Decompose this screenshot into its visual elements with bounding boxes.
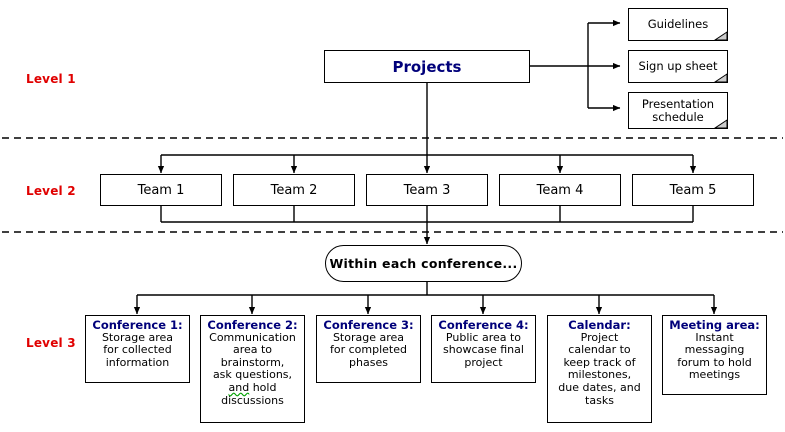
node-team-4[interactable]: Team 4 [499,174,621,206]
document-presentation-schedule-line1: Presentation [641,96,715,111]
conference-3-title: Conference 3: [323,318,414,332]
level-1-label: Level 1 [26,72,76,86]
team-2-label: Team 2 [270,182,318,198]
node-document-guidelines[interactable]: Guidelines [628,8,728,41]
node-within-each-conference[interactable]: Within each conference... [325,245,522,282]
node-team-5[interactable]: Team 5 [632,174,754,206]
node-document-presentation-schedule[interactable]: Presentation schedule [628,92,728,129]
conference-1-title: Conference 1: [92,318,183,332]
node-team-3[interactable]: Team 3 [366,174,488,206]
node-team-1[interactable]: Team 1 [100,174,222,206]
node-projects-label: Projects [392,57,462,76]
node-document-sign-up-sheet[interactable]: Sign up sheet [628,50,728,83]
team-4-label: Team 4 [536,182,584,198]
document-guidelines-label: Guidelines [647,17,709,31]
team-1-label: Team 1 [137,182,185,198]
level-3-label: Level 3 [26,336,76,350]
meeting-area-title: Meeting area: [669,318,760,332]
calendar-title: Calendar: [568,318,631,332]
conference-2-title: Conference 2: [207,318,298,332]
document-presentation-schedule-line2: schedule [652,109,704,124]
team-5-label: Team 5 [669,182,717,198]
document-sign-up-sheet-label: Sign up sheet [638,59,718,73]
team-3-label: Team 3 [403,182,451,198]
node-projects[interactable]: Projects [324,50,530,83]
page-fold-icon [713,31,728,41]
spellcheck-underline: and [228,380,250,394]
level-2-label: Level 2 [26,184,76,198]
page-fold-icon [713,73,728,83]
page-fold-icon [713,119,728,129]
conference-4-title: Conference 4: [438,318,529,332]
node-team-2[interactable]: Team 2 [233,174,355,206]
within-each-conference-label: Within each conference... [329,256,518,271]
